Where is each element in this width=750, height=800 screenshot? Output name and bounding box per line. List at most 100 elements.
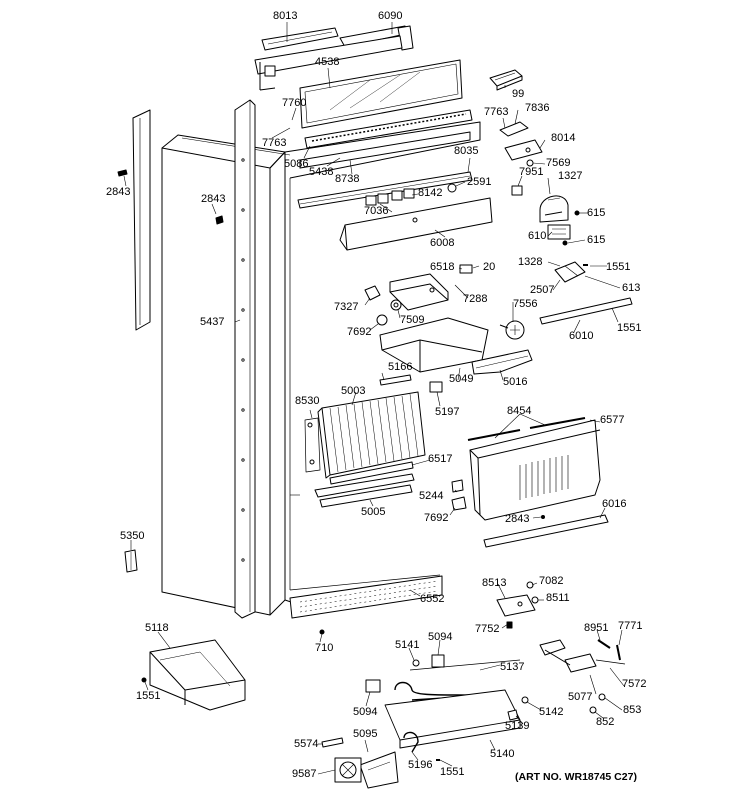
glass-panel-4538 — [300, 60, 462, 128]
label-8013: 8013 — [273, 10, 298, 22]
drain-5005 — [315, 474, 414, 507]
clip-5094-bottom — [366, 680, 380, 692]
label-6010: 6010 — [569, 330, 594, 342]
label-5166: 5166 — [388, 361, 413, 373]
screw-853 — [599, 694, 605, 700]
label-5094-top: 5094 — [428, 631, 453, 643]
label-2843-mid: 2843 — [201, 193, 226, 205]
label-2591: 2591 — [467, 176, 492, 188]
part-7771 — [617, 645, 620, 660]
bracket-99 — [490, 70, 522, 90]
heater-8530 — [305, 418, 320, 472]
top-trim-6090 — [255, 26, 413, 90]
label-8513: 8513 — [482, 577, 507, 589]
thermostat-1327 — [540, 196, 568, 222]
part-7692-top — [377, 315, 387, 325]
clip-5094-top — [432, 655, 444, 667]
part-7752 — [507, 622, 512, 628]
screw-2843-mid — [216, 216, 223, 224]
part-5139 — [508, 710, 518, 720]
cabinet-body — [162, 135, 300, 615]
channel-8035 — [298, 172, 472, 208]
label-1551-bottom: 1551 — [440, 766, 465, 778]
label-610: 610 — [528, 230, 547, 242]
tray-5016 — [472, 350, 532, 374]
pan-5140 — [385, 690, 520, 748]
label-5574: 5574 — [294, 738, 319, 750]
label-7556: 7556 — [513, 298, 538, 310]
screw-8511 — [532, 597, 538, 603]
part-5141 — [413, 660, 419, 666]
label-6577: 6577 — [600, 414, 625, 426]
label-7692-top: 7692 — [347, 326, 372, 338]
box-5118 — [150, 640, 245, 710]
label-8014: 8014 — [551, 132, 576, 144]
seal-8454 — [468, 418, 585, 440]
fan-9587 — [335, 758, 361, 782]
label-6008: 6008 — [430, 237, 455, 249]
label-4538: 4538 — [315, 56, 340, 68]
bracket-6517 — [330, 462, 413, 484]
strip-5438 — [300, 132, 470, 168]
cover-6577 — [470, 420, 600, 520]
label-8454: 8454 — [507, 405, 532, 417]
label-5137: 5137 — [500, 661, 525, 673]
label-5118: 5118 — [145, 622, 169, 634]
label-7692-bottom: 7692 — [424, 512, 449, 524]
label-7836: 7836 — [525, 102, 550, 114]
part-7951 — [512, 186, 522, 195]
clips-7036 — [366, 189, 414, 205]
bracket-5095 — [360, 752, 398, 788]
front-rail-5437 — [235, 100, 255, 618]
label-1551-top: 1551 — [606, 261, 631, 273]
bracket-6518 — [390, 274, 448, 310]
label-5437: 5437 — [200, 316, 225, 328]
strip-6010 — [540, 298, 632, 324]
grille-6552 — [290, 576, 442, 618]
label-7951: 7951 — [519, 166, 544, 178]
art-number: (ART NO. WR18745 C27) — [515, 771, 637, 783]
label-9587: 9587 — [292, 768, 317, 780]
valve-5077 — [540, 640, 625, 672]
label-615-top: 615 — [587, 207, 606, 219]
label-8951: 8951 — [584, 622, 609, 634]
cabinet-liner — [285, 122, 480, 590]
label-5350: 5350 — [120, 530, 145, 542]
label-6090: 6090 — [378, 10, 403, 22]
label-5086: 5086 — [284, 158, 309, 170]
screw-2843-left — [118, 170, 127, 176]
label-6517: 6517 — [428, 453, 453, 465]
label-8511: 8511 — [546, 592, 570, 604]
label-7763-right: 7763 — [484, 106, 509, 118]
clip-20 — [460, 265, 472, 273]
screw-710 — [320, 630, 324, 634]
nut-2591 — [448, 184, 456, 192]
screw-615 — [563, 211, 579, 245]
part-8951 — [598, 640, 610, 648]
label-7082: 7082 — [539, 575, 564, 587]
label-8738: 8738 — [335, 173, 360, 185]
label-7771: 7771 — [618, 620, 643, 632]
knob-7556 — [500, 321, 524, 339]
label-8530: 8530 — [295, 395, 320, 407]
leader-lines — [124, 22, 624, 774]
label-5197: 5197 — [435, 406, 460, 418]
top-trim-8013 — [262, 28, 338, 50]
label-6016: 6016 — [602, 498, 627, 510]
label-1551-left: 1551 — [136, 690, 161, 702]
label-2843-right: 2843 — [505, 513, 530, 525]
label-852: 852 — [596, 716, 615, 728]
part-7692-bottom — [452, 497, 466, 510]
label-1327: 1327 — [558, 170, 583, 182]
grille-strip-5086 — [305, 110, 472, 148]
label-20: 20 — [483, 261, 496, 273]
label-5244: 5244 — [419, 490, 444, 502]
label-7509: 7509 — [400, 314, 425, 326]
label-2507: 2507 — [530, 284, 555, 296]
label-5438: 5438 — [309, 166, 334, 178]
label-5095: 5095 — [353, 728, 378, 740]
label-8035: 8035 — [454, 145, 479, 157]
part-5197 — [430, 382, 442, 392]
control-610 — [548, 225, 570, 239]
